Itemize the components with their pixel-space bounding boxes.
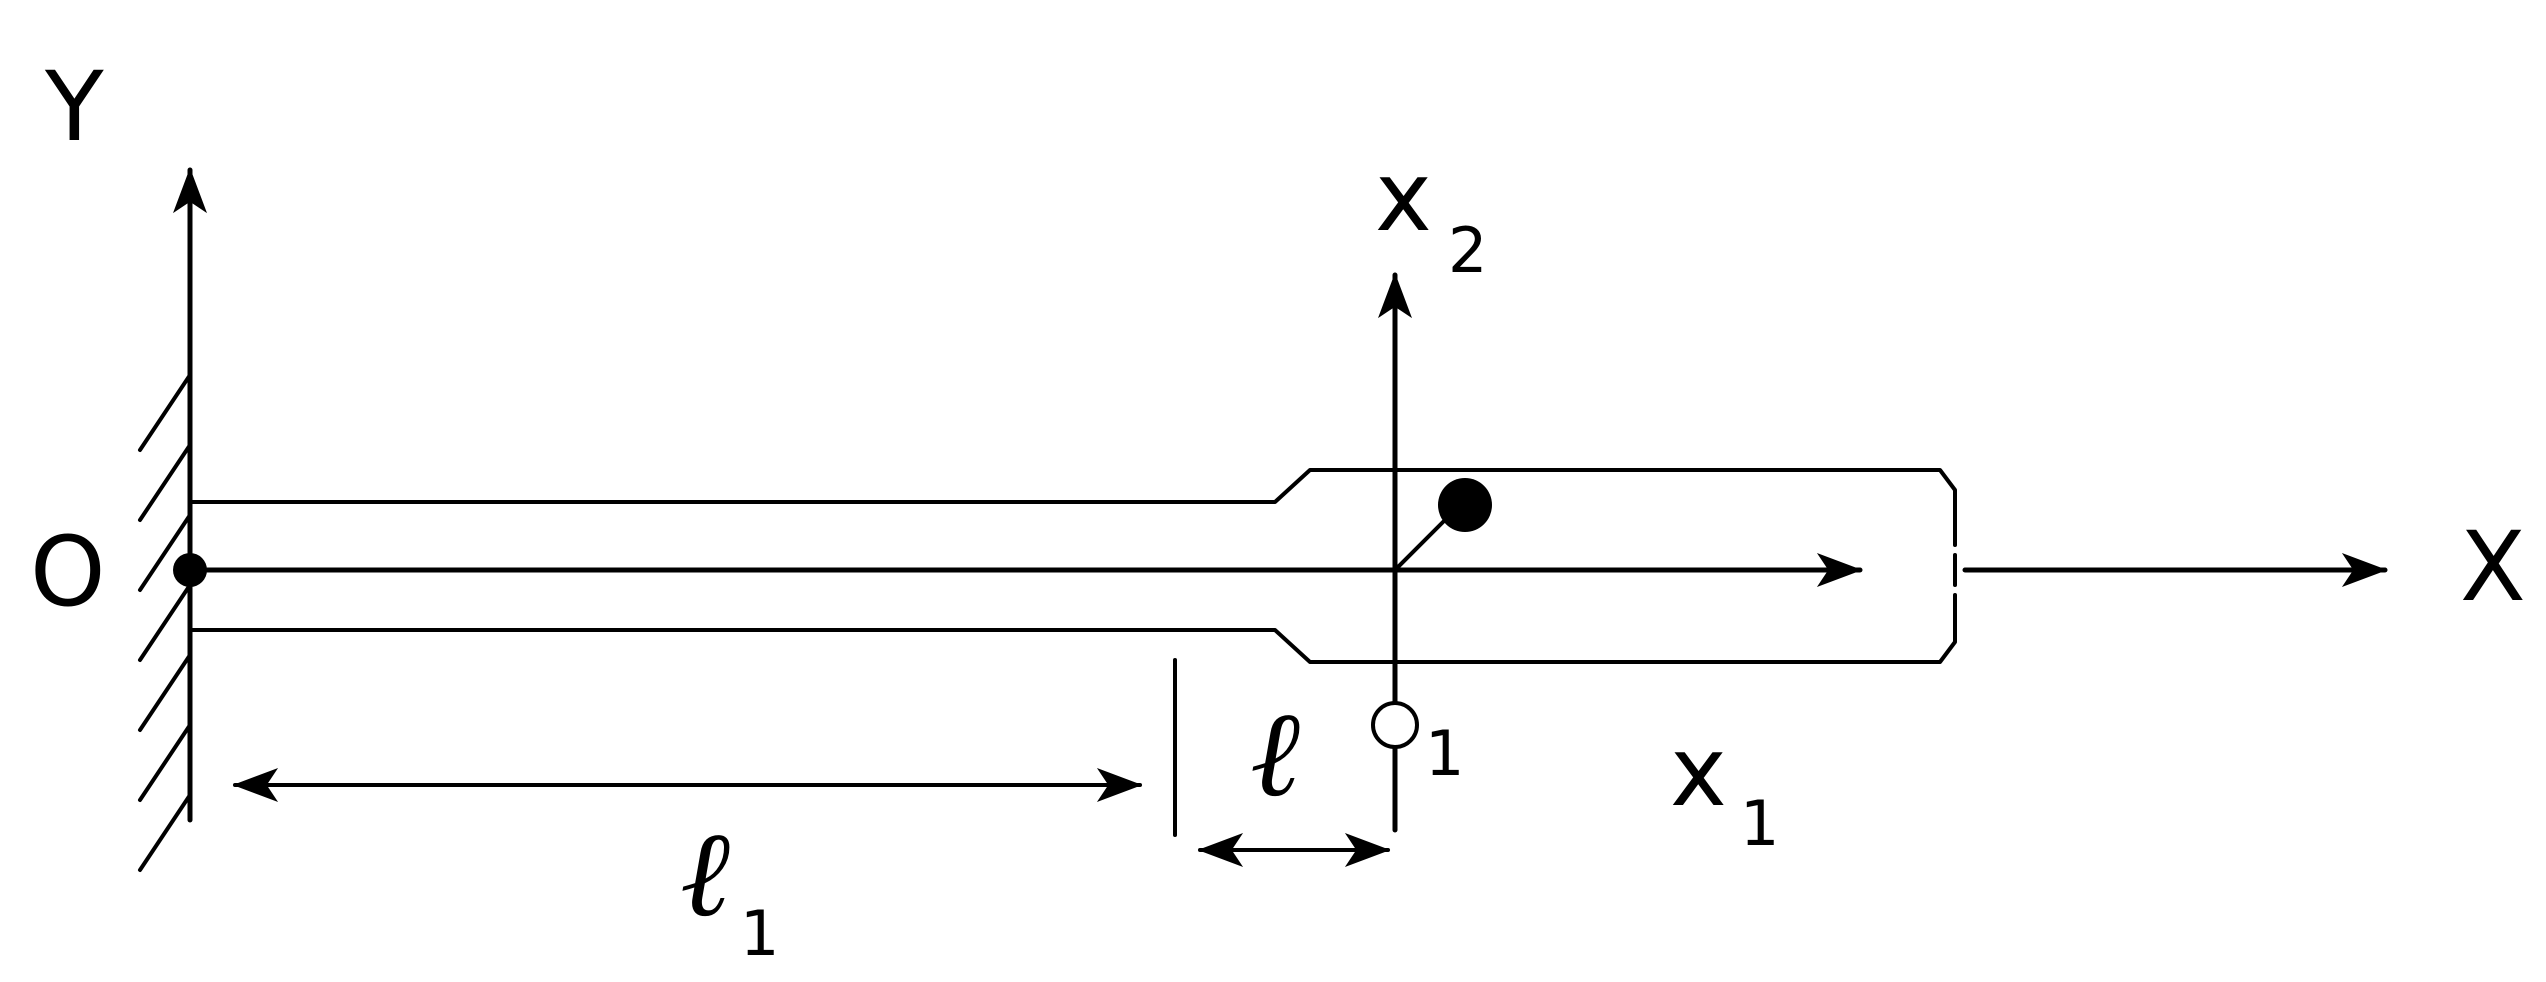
label-global-y: Y bbox=[44, 51, 104, 163]
label-local-x1-sub: 1 bbox=[1740, 787, 1779, 860]
origin-point bbox=[173, 553, 207, 587]
tip-mass-icon bbox=[1438, 478, 1492, 532]
beam-outline bbox=[188, 468, 1957, 664]
label-local-x2-sub: 2 bbox=[1448, 214, 1487, 287]
label-length-l1: ℓ bbox=[680, 805, 730, 944]
local-origin-marker bbox=[1371, 701, 1419, 749]
label-length-l: ℓ bbox=[1250, 685, 1300, 824]
label-origin: O bbox=[30, 516, 106, 628]
label-local-origin-sub: 1 bbox=[1425, 717, 1464, 790]
fixed-wall-support bbox=[138, 372, 193, 872]
label-local-x2: x bbox=[1375, 141, 1432, 253]
label-global-x: X bbox=[2460, 511, 2526, 623]
label-length-l1-sub: 1 bbox=[740, 897, 779, 970]
label-local-x1: x bbox=[1670, 716, 1727, 828]
